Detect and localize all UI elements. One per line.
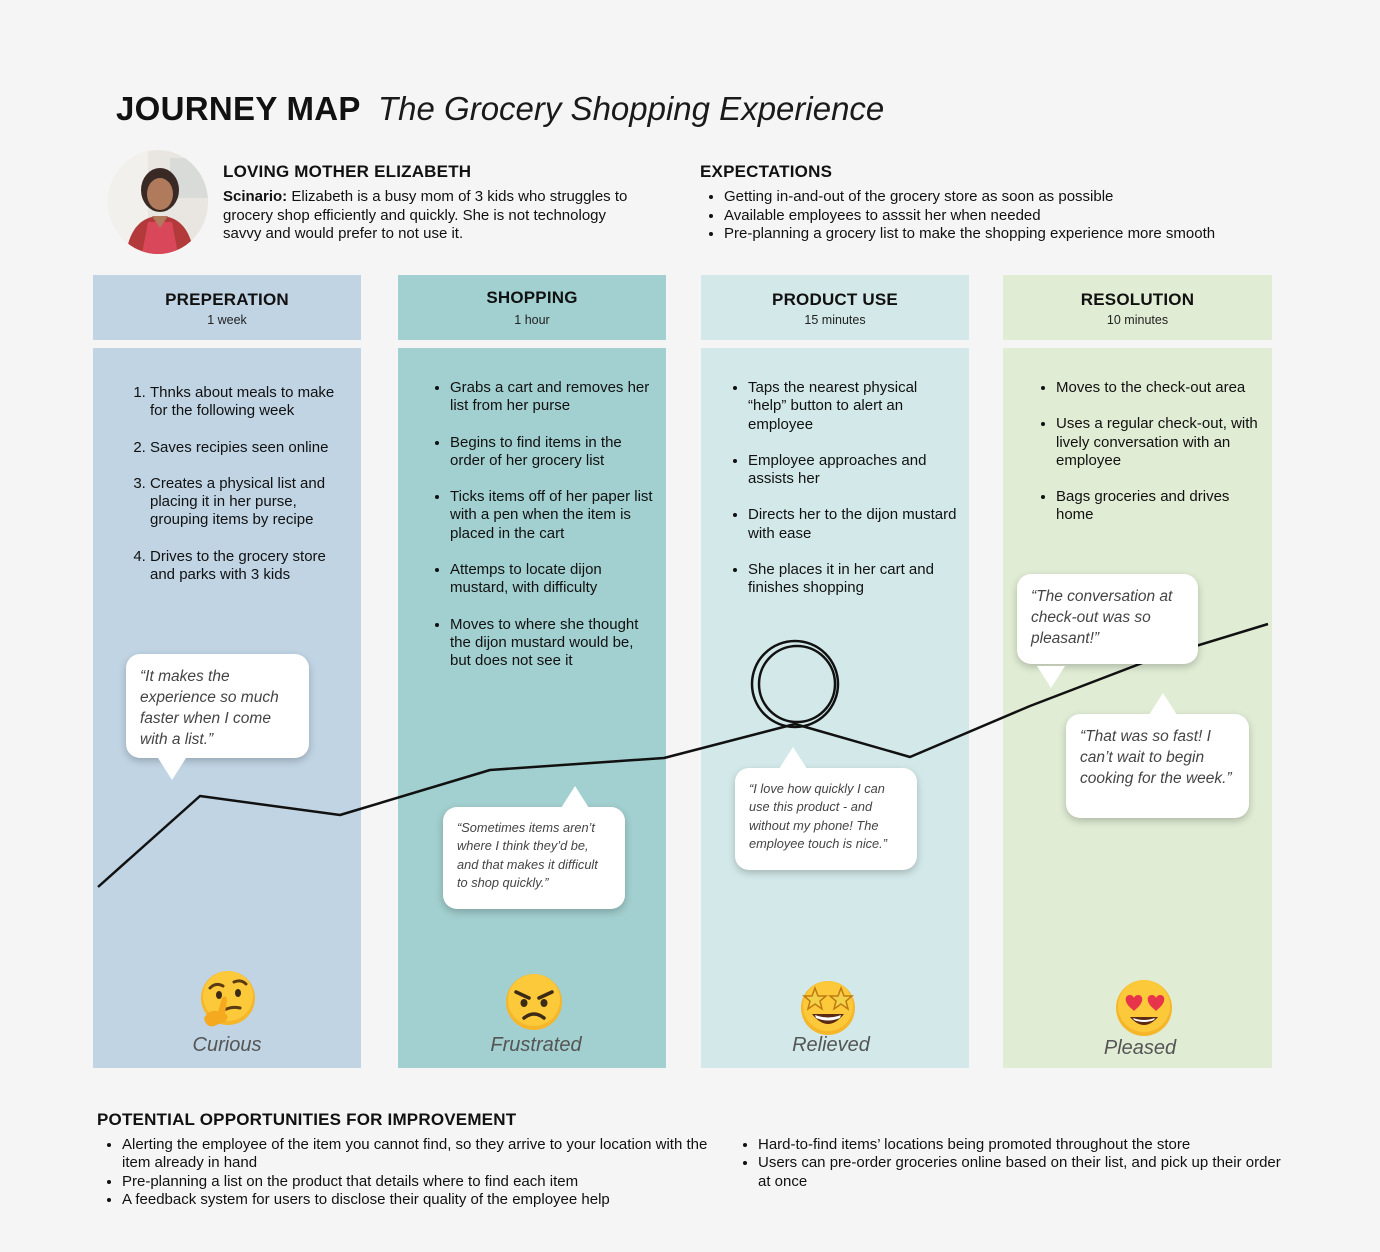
quote-text: “That was so fast! I can’t wait to begin…	[1080, 728, 1232, 787]
phase-duration: 15 minutes	[804, 313, 866, 327]
expectation-item: Available employees to asssit her when n…	[724, 207, 1215, 226]
phase-step: Ticks items off of her paper list with a…	[450, 488, 655, 543]
phase-step: Taps the nearest physical “help” button …	[748, 379, 958, 434]
phase-step: Drives to the grocery store and parks wi…	[150, 548, 355, 585]
phase-name: RESOLUTION	[1080, 290, 1195, 309]
persona-avatar	[108, 150, 208, 254]
phase-body-shopping: Grabs a cart and removes her list from h…	[398, 348, 666, 1068]
phase-header-product-use: PRODUCT USE 15 minutes	[701, 275, 969, 340]
touchpoint-circle	[757, 644, 837, 724]
phase-step: Moves to where she thought the dijon mus…	[450, 616, 655, 671]
phase-step: Attemps to locate dijon mustard, with di…	[450, 561, 655, 598]
touchpoint-circle	[750, 639, 840, 729]
emotion-line	[97, 622, 1269, 888]
phase-step: Thnks about meals to make for the follow…	[150, 384, 355, 421]
phase-duration: 1 hour	[514, 313, 550, 327]
phase-duration: 10 minutes	[1106, 313, 1169, 327]
bubble-tail	[1037, 666, 1065, 688]
phase-step: Employee approaches and assists her	[748, 452, 958, 489]
opportunities-list-right: Hard-to-find items’ locations being prom…	[734, 1136, 1288, 1191]
phase-header-preperation: PREPERATION 1 week	[93, 275, 361, 340]
phase-step: Begins to find items in the order of her…	[450, 434, 655, 471]
phase-step: Directs her to the dijon mustard with ea…	[748, 506, 958, 543]
opportunity-item: Users can pre-order groceries online bas…	[758, 1154, 1288, 1191]
bubble-tail	[779, 747, 807, 769]
emotion-label-relieved: Relieved	[792, 1034, 870, 1056]
opportunities-title: POTENTIAL OPPORTUNITIES FOR IMPROVEMENT	[97, 1110, 517, 1129]
quote-bubble-resolution-fast: “That was so fast! I can’t wait to begin…	[1066, 693, 1249, 818]
phase-name: SHOPPING	[486, 288, 578, 307]
opportunity-item: Hard-to-find items’ locations being prom…	[758, 1136, 1288, 1154]
phase-step: Grabs a cart and removes her list from h…	[450, 379, 655, 416]
bubble-tail	[561, 786, 589, 808]
phase-steps: Taps the nearest physical “help” button …	[748, 379, 958, 616]
phase-body-product-use: Taps the nearest physical “help” button …	[701, 348, 969, 1068]
quote-text: “It makes the experience so much faster …	[140, 668, 279, 748]
thinking-face-icon	[201, 971, 255, 1027]
scenario-text: Elizabeth is a busy mom of 3 kids who st…	[223, 188, 628, 242]
phase-step: Saves recipies seen online	[150, 439, 355, 457]
phase-step: Uses a regular check-out, with lively co…	[1056, 415, 1261, 470]
phase-step: Creates a physical list and placing it i…	[150, 475, 355, 530]
heart-eyes-face-icon	[1116, 980, 1172, 1036]
phase-duration: 1 week	[207, 313, 247, 327]
emotion-label-pleased: Pleased	[1103, 1037, 1177, 1059]
emotion-label-frustrated: Frustrated	[490, 1034, 582, 1056]
quote-bubble-preperation: “It makes the experience so much faster …	[126, 654, 309, 780]
expectation-item: Getting in-and-out of the grocery store …	[724, 188, 1215, 207]
phase-body-resolution: Moves to the check-out area Uses a regul…	[1003, 348, 1272, 1068]
scenario-label: Scinario:	[223, 188, 288, 205]
quote-text: “Sometimes items aren’t where I think th…	[457, 820, 598, 890]
quote-text: “The conversation at check-out was so pl…	[1031, 588, 1173, 647]
phase-header-shopping: SHOPPING 1 hour	[398, 275, 666, 340]
persona-name: LOVING MOTHER ELIZABETH	[223, 162, 472, 181]
persona-photo-icon	[108, 150, 208, 254]
persona-scenario: Scinario: Elizabeth is a busy mom of 3 k…	[223, 188, 643, 244]
quote-bubble-product-use: “I love how quickly I can use this produ…	[735, 747, 917, 870]
emotion-label-curious: Curious	[192, 1034, 262, 1056]
expectations-title: EXPECTATIONS	[700, 162, 833, 181]
star-struck-face-icon	[801, 981, 855, 1035]
phase-steps: Grabs a cart and removes her list from h…	[450, 379, 655, 689]
angry-face-icon	[506, 974, 562, 1030]
phase-header-resolution: RESOLUTION 10 minutes	[1003, 275, 1272, 340]
quote-bubble-resolution-checkout: “The conversation at check-out was so pl…	[1017, 574, 1198, 688]
phase-steps: Thnks about meals to make for the follow…	[150, 384, 355, 602]
quote-bubble-shopping: “Sometimes items aren’t where I think th…	[443, 786, 625, 909]
journey-map-title: JOURNEY MAP	[116, 90, 361, 127]
phase-name: PREPERATION	[165, 290, 289, 309]
opportunity-item: A feedback system for users to disclose …	[122, 1191, 727, 1209]
journey-map-subtitle: The Grocery Shopping Experience	[378, 90, 885, 127]
phase-steps: Moves to the check-out area Uses a regul…	[1056, 379, 1261, 543]
expectation-item: Pre-planning a grocery list to make the …	[724, 225, 1215, 244]
expectations-list: Getting in-and-out of the grocery store …	[700, 188, 1215, 244]
opportunity-item: Pre-planning a list on the product that …	[122, 1173, 727, 1191]
opportunities-list-left: Alerting the employee of the item you ca…	[98, 1136, 727, 1209]
phase-step: Moves to the check-out area	[1056, 379, 1261, 397]
quote-text: “I love how quickly I can use this produ…	[749, 781, 887, 851]
opportunity-item: Alerting the employee of the item you ca…	[122, 1136, 727, 1173]
bubble-tail	[158, 758, 186, 780]
phase-name: PRODUCT USE	[772, 290, 898, 309]
phase-step: She places it in her cart and finishes s…	[748, 561, 958, 598]
phase-step: Bags groceries and drives home	[1056, 488, 1261, 525]
bubble-tail	[1149, 693, 1177, 715]
